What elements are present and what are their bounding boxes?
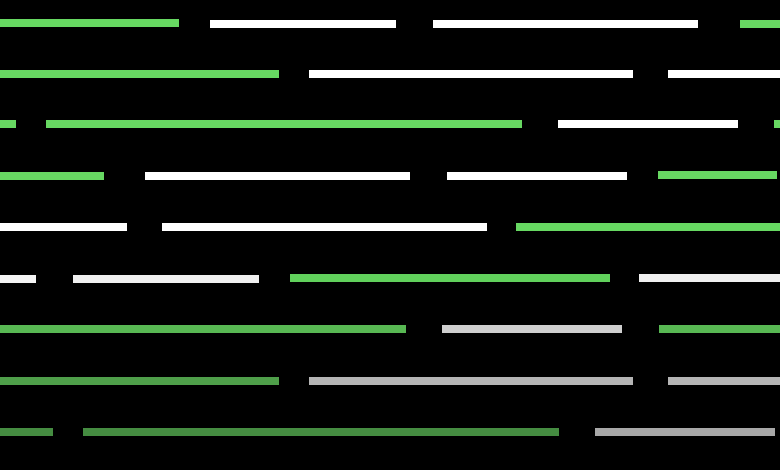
line-segment: [83, 428, 559, 436]
line-segment: [740, 20, 780, 28]
line-segment: [0, 325, 406, 333]
line-segment: [145, 172, 410, 180]
line-segment: [0, 120, 16, 128]
line-segment: [447, 172, 627, 180]
line-segment: [442, 325, 622, 333]
line-segment: [433, 20, 698, 28]
line-segment: [73, 275, 259, 283]
line-segment: [309, 70, 633, 78]
line-segment: [659, 325, 780, 333]
line-segment: [658, 171, 777, 179]
line-segment: [774, 120, 780, 128]
line-segment: [0, 275, 36, 283]
line-segment: [0, 172, 104, 180]
line-segment: [668, 377, 780, 385]
line-segment: [210, 20, 396, 28]
line-segment: [558, 120, 738, 128]
line-segment: [290, 274, 610, 282]
line-segment: [516, 223, 780, 231]
line-segment: [162, 223, 487, 231]
line-segment: [639, 274, 780, 282]
line-segment: [0, 19, 179, 27]
line-segment: [0, 377, 279, 385]
line-segment: [0, 428, 53, 436]
line-segment: [668, 70, 780, 78]
line-segment: [0, 223, 127, 231]
line-segment: [595, 428, 775, 436]
line-segment: [309, 377, 633, 385]
line-segment: [46, 120, 522, 128]
line-segment: [0, 70, 279, 78]
